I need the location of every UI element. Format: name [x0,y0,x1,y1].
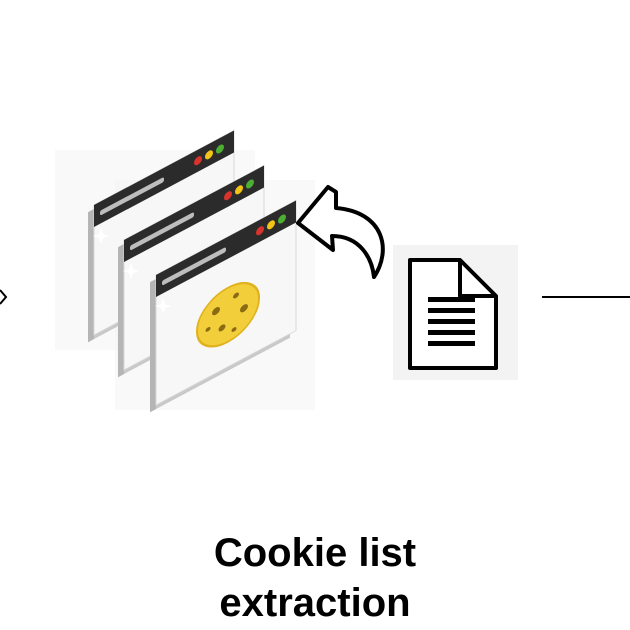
left-edge-arrow-icon [0,289,8,305]
cookie-icon [196,281,260,348]
browser-windows-with-cookie-icon [55,129,315,413]
caption-line-1: Cookie list [213,531,417,575]
caption-line-2: extraction [219,581,411,625]
text-document-icon [393,245,518,380]
curved-return-arrow-icon [296,185,385,279]
step-caption: Cookie list extraction [0,528,630,628]
